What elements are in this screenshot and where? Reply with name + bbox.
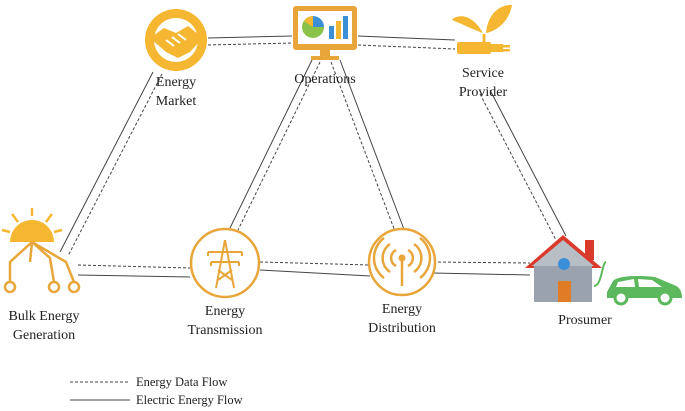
flow-data-market-operations	[207, 42, 293, 46]
node-energy-market: Energy Market	[156, 75, 197, 109]
service-provider-label-line1: Service	[462, 66, 504, 81]
flow-electric-operations-distribution	[339, 59, 406, 233]
service-provider-label-line2: Provider	[459, 85, 508, 100]
prosumer-label: Prosumer	[558, 313, 612, 328]
flow-data-operations-distribution	[330, 61, 397, 235]
connections	[59, 35, 567, 278]
distribution-label-line1: Energy	[382, 302, 422, 317]
legend-data-flow-label: Energy Data Flow	[136, 375, 227, 389]
power-tower-icon	[189, 227, 261, 299]
flow-electric-bulk-transmission	[77, 274, 191, 278]
legend: Energy Data Flow Electric Energy Flow	[70, 375, 243, 407]
antenna-icon	[367, 227, 437, 297]
legend-electric-flow-label: Electric Energy Flow	[136, 393, 243, 407]
flow-data-bulk-transmission	[77, 264, 191, 269]
leaf-plug-icon	[452, 4, 512, 54]
node-service-provider: Service Provider	[459, 66, 508, 100]
flow-electric-transmission-distribution	[259, 269, 371, 277]
bulk-generation-label-line1: Bulk Energy	[9, 309, 80, 324]
monitor-chart-icon	[293, 6, 357, 60]
distribution-label-line2: Distribution	[368, 321, 436, 336]
transmission-label-line1: Energy	[205, 304, 245, 319]
flow-data-distribution-prosumer	[432, 261, 531, 264]
node-transmission: Energy Transmission	[188, 304, 263, 338]
flow-electric-distribution-prosumer	[432, 272, 531, 276]
flow-data-operations-transmission	[237, 61, 321, 231]
flow-data-operations-service	[357, 44, 456, 50]
transmission-label-line2: Transmission	[188, 323, 263, 338]
node-operations: Operations	[294, 72, 355, 87]
energy-market-label-line1: Energy	[156, 75, 196, 90]
house-ev-icon	[525, 235, 682, 306]
energy-market-label-line2: Market	[156, 94, 197, 109]
flow-data-transmission-distribution	[259, 261, 371, 266]
flow-electric-market-operations	[207, 35, 293, 39]
node-prosumer: Prosumer	[558, 313, 612, 328]
flow-electric-operations-transmission	[229, 59, 313, 229]
bulk-generation-label-line2: Generation	[13, 328, 75, 343]
flow-electric-market-bulk	[59, 71, 154, 253]
operations-label: Operations	[294, 72, 355, 87]
flow-data-market-bulk	[67, 73, 163, 257]
flow-electric-service-prosumer	[489, 89, 567, 237]
node-distribution: Energy Distribution	[368, 302, 436, 336]
handshake-icon	[145, 9, 207, 71]
node-bulk-generation: Bulk Energy Generation	[9, 309, 80, 343]
flow-data-service-prosumer	[479, 93, 557, 241]
flow-electric-operations-service	[357, 35, 456, 41]
sun-network-icon	[1, 208, 81, 294]
